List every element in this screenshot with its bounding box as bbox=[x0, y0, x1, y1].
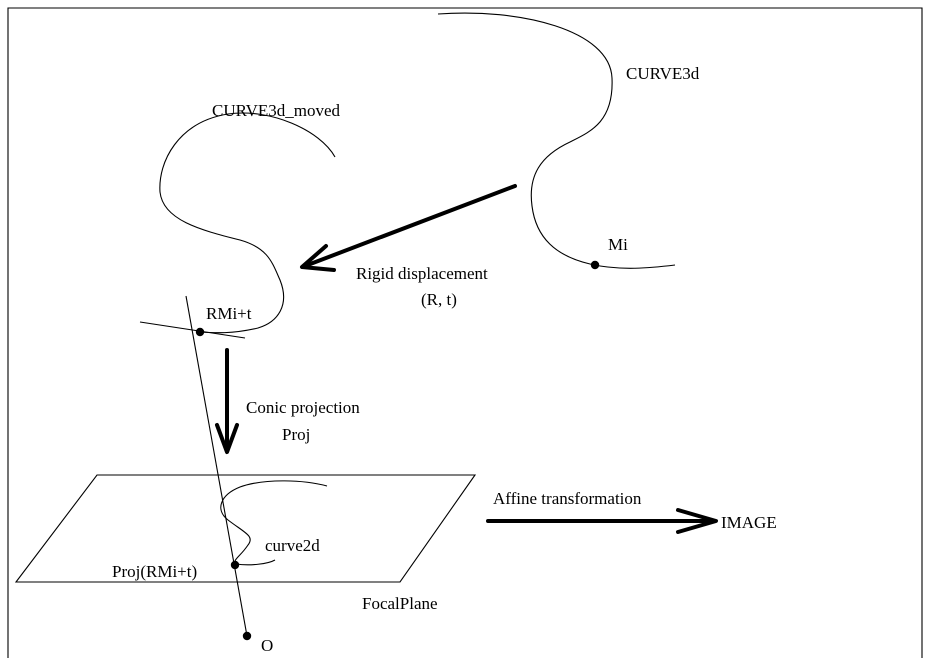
origin-point bbox=[242, 631, 252, 641]
curve3d-moved-label: CURVE3d_moved bbox=[212, 101, 341, 120]
rigid-displacement-arrowhead bbox=[300, 244, 336, 272]
rigid-displacement-arrow bbox=[303, 184, 517, 268]
rigid-displacement-label: Rigid displacement bbox=[356, 264, 488, 283]
mi-point bbox=[590, 260, 600, 270]
rmi-t-point bbox=[195, 327, 205, 337]
curve3d-line bbox=[437, 12, 676, 269]
affine-transformation-label: Affine transformation bbox=[493, 489, 642, 508]
conic-projection-label: Conic projection bbox=[246, 398, 360, 417]
focal-plane-label: FocalPlane bbox=[362, 594, 438, 613]
rigid-params-label: (R, t) bbox=[421, 290, 457, 309]
proj-rmi-t-label: Proj(RMi+t) bbox=[112, 562, 197, 581]
curve3d-moved-line bbox=[159, 112, 336, 334]
image-label: IMAGE bbox=[721, 513, 777, 532]
proj-label: Proj bbox=[282, 425, 310, 444]
focal-plane bbox=[14, 474, 477, 583]
affine-transformation-arrowhead bbox=[676, 508, 718, 534]
mi-label: Mi bbox=[608, 235, 628, 254]
figure-border bbox=[7, 7, 923, 658]
curve3d-label: CURVE3d bbox=[626, 64, 700, 83]
proj-rmi-t-point bbox=[230, 560, 240, 570]
conic-projection-arrowhead bbox=[215, 423, 239, 454]
curve2d-label: curve2d bbox=[265, 536, 320, 555]
rmi-t-label: RMi+t bbox=[206, 304, 252, 323]
origin-label: O bbox=[261, 636, 273, 655]
projection-ray bbox=[185, 295, 248, 637]
